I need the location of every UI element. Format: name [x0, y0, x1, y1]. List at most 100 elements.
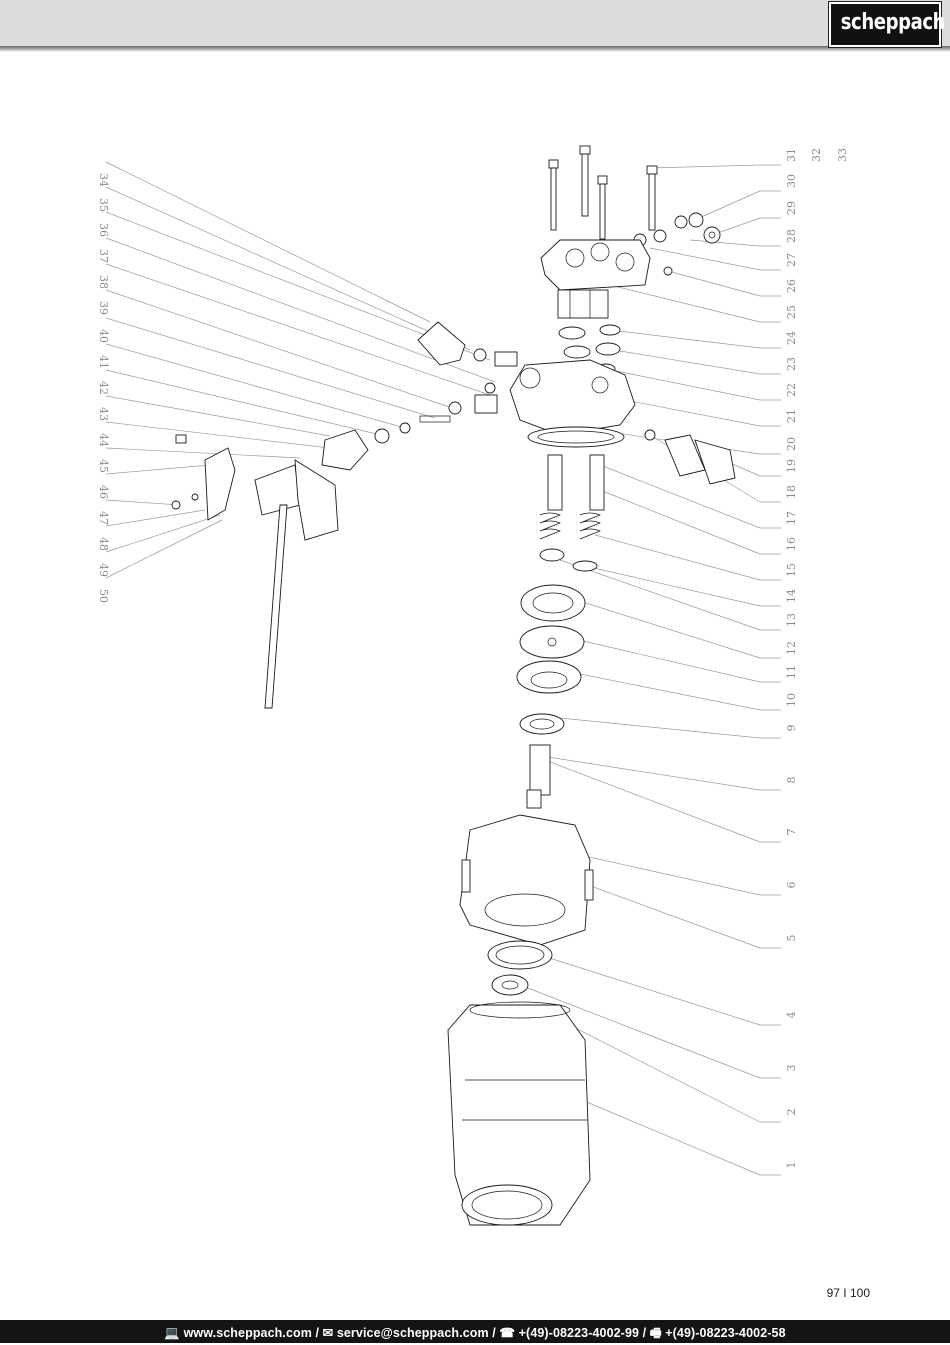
- leader-35: [105, 186, 471, 351]
- leader-42: [105, 369, 386, 437]
- header-shadow: [0, 46, 950, 52]
- leader-46: [105, 464, 211, 475]
- leader-14: [584, 565, 761, 607]
- callout-22: 22: [785, 383, 798, 397]
- leader-23: [607, 348, 761, 375]
- leader-26: [667, 270, 761, 297]
- leader-13: [559, 559, 761, 631]
- callout-2: 2: [785, 1109, 798, 1116]
- callout-43: 43: [97, 407, 110, 421]
- electric-motor: [447, 1001, 591, 1226]
- leader-49: [105, 514, 221, 553]
- leader-24: [609, 329, 761, 349]
- callout-39: 39: [97, 301, 110, 315]
- leader-4: [539, 954, 761, 1026]
- callout-41: 41: [97, 355, 110, 369]
- callout-36: 36: [97, 223, 110, 237]
- callout-45: 45: [97, 459, 110, 473]
- callout-4: 4: [785, 1012, 798, 1019]
- callout-37: 37: [97, 249, 110, 263]
- leader-10: [559, 669, 761, 711]
- page-number: 97 I 100: [826, 1286, 870, 1300]
- footer-bar: 💻 www.scheppach.com / ✉ service@scheppac…: [0, 1320, 950, 1343]
- callout-44: 44: [97, 433, 110, 447]
- gear-bearing: [487, 940, 553, 996]
- drive-shaft: [526, 744, 551, 809]
- gearbox-housing: [459, 814, 594, 946]
- leader-39: [105, 289, 459, 411]
- leader-43: [105, 395, 331, 437]
- leader-11: [569, 637, 761, 683]
- switch-assembly: [171, 434, 339, 709]
- callout-18: 18: [785, 485, 798, 499]
- scheppach-logo: scheppach: [828, 1, 946, 48]
- logo-text: scheppach: [840, 10, 946, 35]
- callout-28: 28: [785, 229, 798, 243]
- callout-49: 49: [97, 563, 110, 577]
- outlet-fitting: [644, 429, 736, 485]
- callout-27: 27: [785, 253, 798, 267]
- callout-30: 30: [785, 174, 798, 188]
- swashplate-bearings: [516, 584, 586, 735]
- leader-44: [105, 421, 331, 449]
- callout-1: 1: [785, 1162, 798, 1169]
- callout-47: 47: [97, 511, 110, 525]
- leader-1: [569, 1094, 761, 1176]
- leader-12: [569, 597, 761, 659]
- leader-15: [594, 534, 761, 581]
- callout-17: 17: [785, 511, 798, 525]
- callout-48: 48: [97, 537, 110, 551]
- callout-33: 33: [836, 148, 849, 162]
- callout-42: 42: [97, 381, 110, 395]
- leader-34: [105, 161, 431, 323]
- leader-25: [609, 284, 761, 323]
- leader-38: [105, 263, 491, 396]
- leader-45: [105, 447, 301, 459]
- leader-17: [599, 464, 761, 529]
- callout-3: 3: [785, 1065, 798, 1072]
- leader-27: [649, 247, 761, 271]
- callout-7: 7: [785, 829, 798, 836]
- leader-9: [559, 717, 761, 739]
- leader-8: [534, 754, 761, 791]
- callout-29: 29: [785, 201, 798, 215]
- callout-31: 31: [785, 148, 798, 162]
- callout-14: 14: [785, 589, 798, 603]
- manifold-housing: [509, 359, 636, 448]
- leader-7: [544, 759, 761, 843]
- leader-31: [649, 164, 761, 169]
- bolt-group: [548, 145, 658, 240]
- leader-22: [605, 368, 761, 401]
- pump-head: [540, 239, 651, 319]
- callout-8: 8: [785, 777, 798, 784]
- callout-10: 10: [785, 693, 798, 707]
- leader-lines: [105, 161, 781, 1176]
- leader-28: [689, 239, 761, 247]
- leader-41: [105, 343, 406, 429]
- callout-12: 12: [785, 641, 798, 655]
- leader-6: [579, 854, 761, 896]
- callout-15: 15: [785, 563, 798, 577]
- leader-29: [711, 217, 761, 236]
- callout-9: 9: [785, 725, 798, 732]
- callout-50: 50: [97, 589, 110, 603]
- leader-21: [624, 399, 761, 427]
- footer-contact: 💻 www.scheppach.com / ✉ service@scheppac…: [164, 1326, 786, 1340]
- pistons-springs: [539, 454, 605, 572]
- leader-47: [105, 499, 181, 506]
- header-bar: [0, 0, 950, 48]
- parts-drawing: [171, 145, 736, 1226]
- callout-32: 32: [810, 148, 823, 162]
- callout-35: 35: [97, 198, 110, 212]
- callout-16: 16: [785, 537, 798, 551]
- callout-19: 19: [785, 459, 798, 473]
- callout-34: 34: [97, 173, 110, 187]
- leader-37: [105, 237, 496, 383]
- callout-5: 5: [785, 935, 798, 942]
- callout-21: 21: [785, 409, 798, 423]
- inlet-assembly: [321, 321, 518, 471]
- leader-40: [105, 317, 436, 419]
- callout-23: 23: [785, 357, 798, 371]
